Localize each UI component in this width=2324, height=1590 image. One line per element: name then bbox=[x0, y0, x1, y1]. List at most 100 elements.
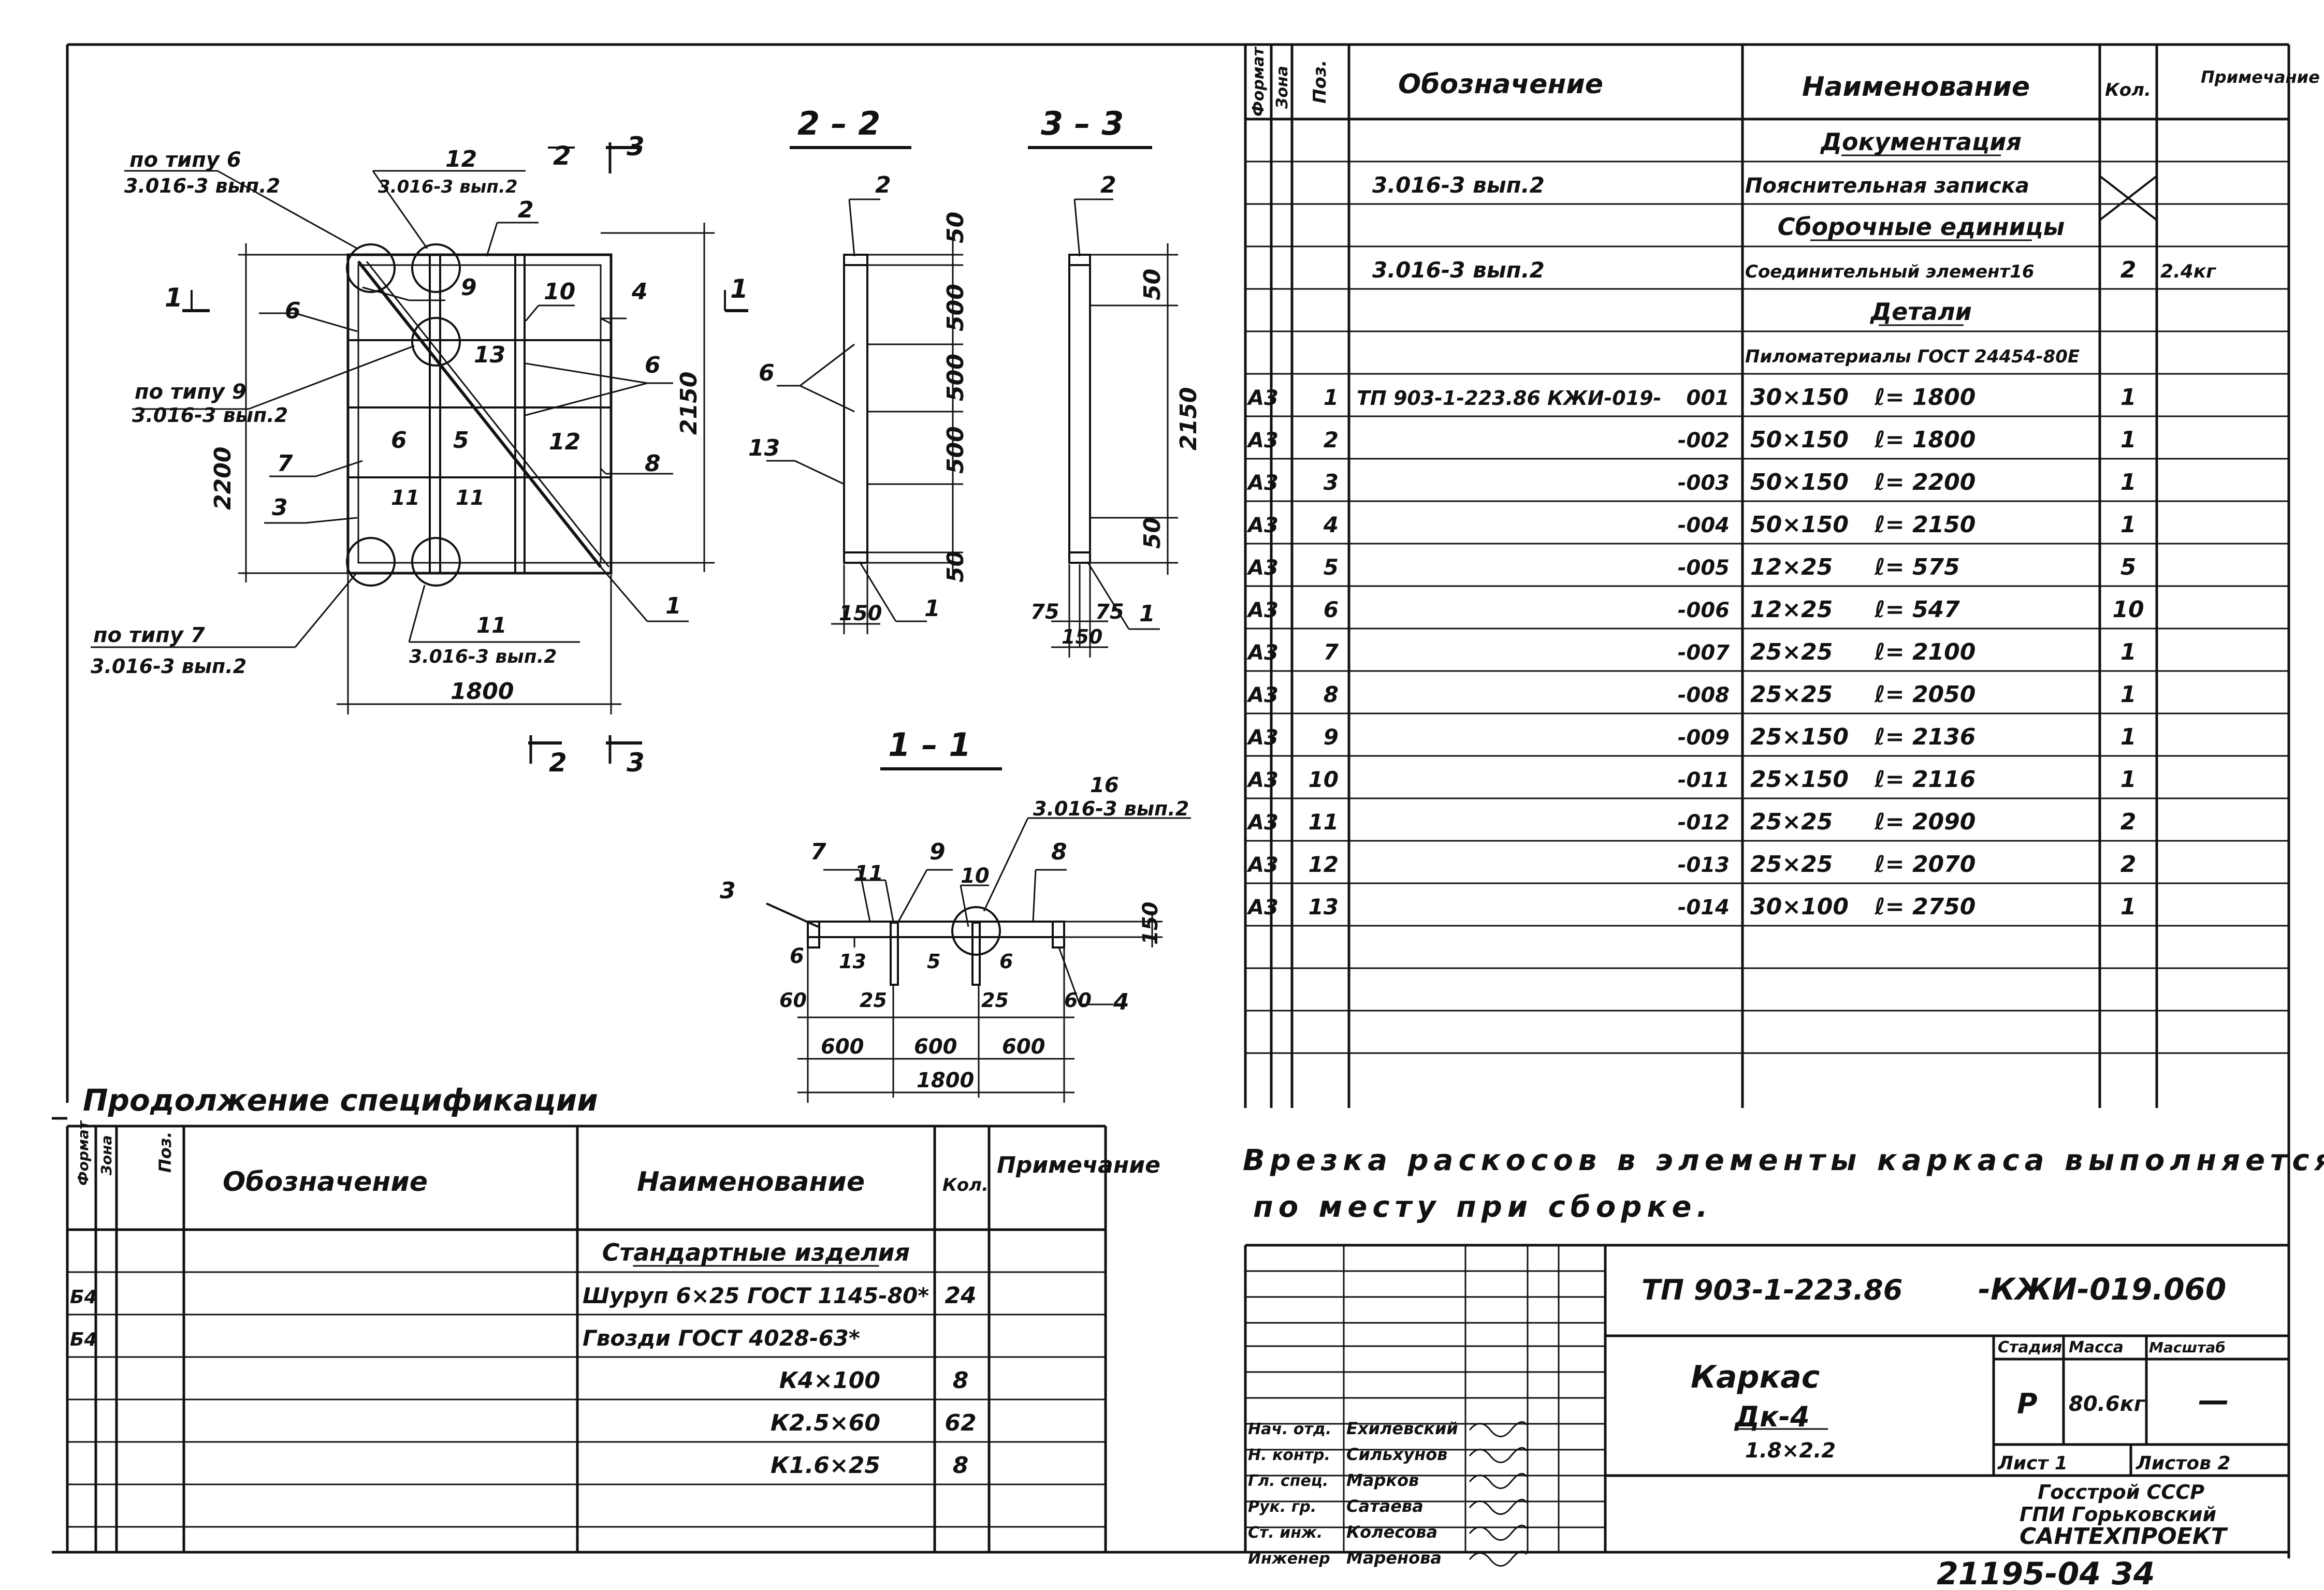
spec-designation-suffix: -011 bbox=[1678, 768, 1730, 792]
spec-qty: 1 bbox=[2120, 894, 2137, 920]
s22-dim-150: 150 bbox=[839, 602, 882, 625]
signatory-name: Ехилевский bbox=[1346, 1419, 1458, 1438]
cut-mark-3b: 3 bbox=[627, 132, 645, 162]
s33-pos-2: 2 bbox=[1100, 172, 1116, 198]
spec-section-size: 30×150 bbox=[1750, 384, 1849, 411]
pos-1: 1 bbox=[665, 593, 681, 619]
spec-pos: 6 bbox=[1324, 597, 1339, 622]
s11-dim-25a: 25 bbox=[860, 989, 887, 1012]
s22-dim-500a: 500 bbox=[942, 284, 969, 331]
signature-mark bbox=[1469, 1524, 1528, 1541]
s22-pos-1: 1 bbox=[924, 595, 940, 622]
spec-format: А3 bbox=[1246, 641, 1279, 665]
signature-mark bbox=[1469, 1447, 1528, 1463]
s11-dim-150: 150 bbox=[1139, 902, 1163, 945]
spec-header-zone: Зона bbox=[1273, 66, 1291, 109]
callout-bl7-line2: 3.016-3 вып.2 bbox=[91, 655, 246, 678]
cont-name: К1.6×25 bbox=[771, 1452, 880, 1479]
signatory-name: Сильхунов bbox=[1346, 1445, 1447, 1464]
dim-height-right: 2150 bbox=[676, 372, 702, 435]
callout-bl7-line1: по типу 7 bbox=[93, 623, 205, 647]
spec-name: Пиломатериалы ГОСТ 24454-80Е bbox=[1745, 346, 2080, 367]
section-3-3-view: 3 – 3 50 2150 50 75 75 bbox=[1028, 105, 1202, 658]
s11-pos-5: 5 bbox=[927, 950, 940, 973]
tb-h-stage: Стадия bbox=[1998, 1338, 2062, 1356]
spec-section-title: Документация bbox=[1820, 128, 2022, 156]
section-1-1-label: 1 – 1 bbox=[888, 726, 971, 764]
spec-section-size: 25×25 bbox=[1750, 851, 1833, 878]
signatory-role: Нач. отд. bbox=[1248, 1420, 1331, 1438]
spec-qty: 10 bbox=[2112, 596, 2144, 623]
spec-designation-suffix: -003 bbox=[1678, 471, 1730, 495]
callout-tl-line2: 3.016-3 вып.2 bbox=[124, 174, 280, 197]
cont-name: К2.5×60 bbox=[771, 1410, 880, 1436]
tb-org1: Госстрой СССР bbox=[2038, 1481, 2204, 1504]
spec-pos: 7 bbox=[1324, 639, 1339, 665]
s11-dim-60b: 60 bbox=[1064, 989, 1092, 1012]
spec-format: А3 bbox=[1246, 853, 1279, 877]
s11-pos-9: 9 bbox=[929, 839, 946, 865]
s22-dim-500b: 500 bbox=[942, 354, 969, 401]
spec-qty: 1 bbox=[2120, 512, 2137, 538]
s11-pos-7: 7 bbox=[810, 839, 826, 865]
spec-designation-suffix: 001 bbox=[1687, 386, 1730, 410]
spec-row: Пиломатериалы ГОСТ 24454-80Е bbox=[1745, 346, 2080, 367]
pos-11b: 11 bbox=[456, 486, 485, 510]
tb-mass: 80.6кг bbox=[2069, 1392, 2145, 1416]
spec-pos: 8 bbox=[1324, 682, 1339, 707]
tb-code-suffix: -КЖИ-019.060 bbox=[1978, 1272, 2226, 1307]
spec-pos: 1 bbox=[1324, 385, 1339, 410]
section-3-3-label: 3 – 3 bbox=[1041, 105, 1124, 142]
spec-format: А3 bbox=[1246, 471, 1279, 495]
tb-h-mass: Масса bbox=[2069, 1338, 2124, 1356]
tb-h-scale: Масштаб bbox=[2149, 1339, 2226, 1356]
cut-mark-1b: 1 bbox=[730, 274, 748, 304]
signatory-role: Н. контр. bbox=[1248, 1446, 1330, 1464]
spec-row: Документация bbox=[1820, 128, 2022, 156]
spec-section-size: 25×150 bbox=[1750, 766, 1849, 793]
spec-qty: 1 bbox=[2120, 384, 2137, 411]
spec-section-title: Сборочные единицы bbox=[1778, 213, 2065, 241]
spec-header-name: Наименование bbox=[1802, 71, 2030, 103]
s33-dim-75b: 75 bbox=[1095, 600, 1124, 624]
s11-dim-600a: 600 bbox=[821, 1035, 864, 1059]
spec-pos: 2 bbox=[1324, 427, 1339, 453]
dim-width: 1800 bbox=[451, 678, 514, 705]
spec-header-format: Формат bbox=[1250, 46, 1268, 116]
spec-section-size: 12×25 bbox=[1750, 596, 1833, 623]
signatory-role: Инженер bbox=[1248, 1550, 1330, 1568]
spec-row: Детали bbox=[1869, 298, 1972, 326]
cont-header-qty: Кол. bbox=[942, 1175, 989, 1195]
spec-length: ℓ= 575 bbox=[1874, 554, 1960, 580]
pos-10: 10 bbox=[544, 279, 575, 305]
spec-length: ℓ= 1800 bbox=[1874, 427, 1976, 453]
s11-callout-line1: 16 bbox=[1090, 774, 1119, 797]
continuation-row: К1.6×25 8 bbox=[771, 1452, 968, 1479]
spec-designation-suffix: -007 bbox=[1678, 641, 1730, 665]
section-2-2-view: 2 – 2 50 bbox=[748, 105, 969, 634]
pos-9: 9 bbox=[461, 274, 477, 301]
tb-name-line3: 1.8×2.2 bbox=[1745, 1439, 1836, 1463]
spec-pos: 12 bbox=[1309, 852, 1339, 877]
spec-designation-suffix: -009 bbox=[1678, 726, 1730, 750]
cont-format: Б4 bbox=[70, 1287, 97, 1308]
cont-qty: 8 bbox=[953, 1452, 969, 1479]
spec-length: ℓ= 2750 bbox=[1874, 894, 1976, 920]
s11-dim-600b: 600 bbox=[914, 1035, 957, 1059]
s11-pos-13: 13 bbox=[839, 950, 866, 973]
pos-2: 2 bbox=[518, 197, 534, 223]
s11-pos-10: 10 bbox=[961, 864, 990, 888]
s22-pos-6: 6 bbox=[759, 360, 775, 386]
spec-designation-suffix: -013 bbox=[1678, 853, 1730, 877]
s11-pos-3: 3 bbox=[720, 878, 736, 904]
s11-dim-60a: 60 bbox=[779, 989, 807, 1012]
spec-format: А3 bbox=[1246, 556, 1279, 580]
spec-length: ℓ= 2090 bbox=[1874, 809, 1976, 835]
s11-dim-1800: 1800 bbox=[917, 1069, 974, 1092]
cont-name: Шуруп 6×25 ГОСТ 1145-80* bbox=[583, 1283, 929, 1308]
cut-mark-2b: 2 bbox=[553, 141, 571, 171]
spec-qty: 1 bbox=[2120, 724, 2137, 750]
s33-dim-50-top: 50 bbox=[1139, 269, 1166, 300]
